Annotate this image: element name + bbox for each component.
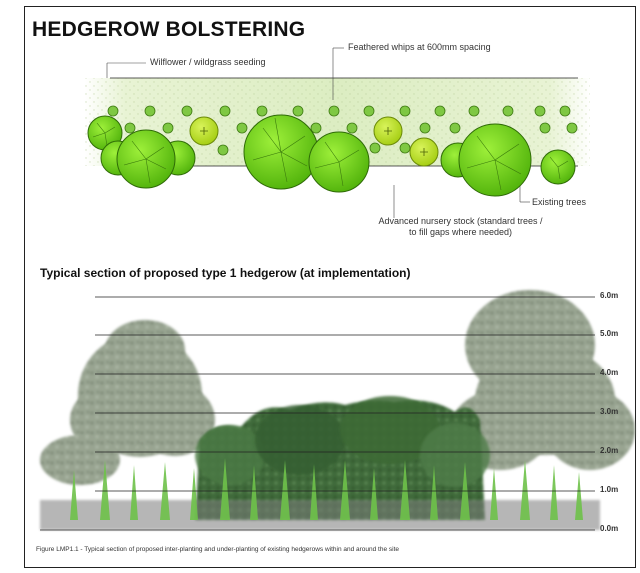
- existing-tree-right: [450, 290, 635, 470]
- nursery-tree-icon: [189, 116, 219, 146]
- height-label-5: 5.0m: [600, 329, 619, 338]
- whip-icon: [310, 122, 322, 134]
- whip-icon: [449, 122, 461, 134]
- whip-icon: [399, 142, 411, 154]
- whip-icon: [162, 122, 174, 134]
- whip-icon: [219, 105, 231, 117]
- figure-caption: Figure LMP1.1 - Typical section of propo…: [36, 546, 400, 553]
- whips-label: Feathered whips at 600mm spacing: [348, 42, 491, 52]
- height-label-2: 2.0m: [600, 446, 619, 455]
- whip-icon: [539, 122, 551, 134]
- tree-icon: [308, 131, 370, 193]
- wildflower-label: Wilflower / wildgrass seeding: [150, 57, 266, 67]
- figure-title: HEDGEROW BOLSTERING: [32, 18, 306, 41]
- height-label-0: 0.0m: [600, 524, 619, 533]
- tree-icon: [458, 123, 532, 197]
- existing-trees: [87, 114, 576, 197]
- whip-icon: [419, 122, 431, 134]
- whip-icon: [124, 122, 136, 134]
- whip-icon: [399, 105, 411, 117]
- nursery-tree-icon: [373, 116, 403, 146]
- figure-frame: [24, 6, 636, 568]
- whip-icon: [363, 105, 375, 117]
- height-label-1: 1.0m: [600, 485, 619, 494]
- whip-icon: [236, 122, 248, 134]
- whip-icon: [468, 105, 480, 117]
- whip-icon: [292, 105, 304, 117]
- whip-icon: [534, 105, 546, 117]
- nursery-trees: [189, 116, 439, 167]
- whip-icon: [256, 105, 268, 117]
- whip-icon: [566, 122, 578, 134]
- height-label-6: 6.0m: [600, 291, 619, 300]
- understorey-whips: [70, 458, 583, 520]
- whip-icon: [369, 142, 381, 154]
- whip-icon: [144, 105, 156, 117]
- whip-icon: [181, 105, 193, 117]
- existing-tree-left: [40, 320, 215, 485]
- whip-icon: [328, 105, 340, 117]
- whip-icon: [107, 105, 119, 117]
- whip-icon: [217, 144, 229, 156]
- tree-icon: [116, 129, 176, 189]
- height-lines: [40, 296, 595, 531]
- nursery-tree-icon: [409, 137, 439, 167]
- whip-icon: [434, 105, 446, 117]
- tree-icon: [540, 149, 576, 185]
- height-label-3: 3.0m: [600, 407, 619, 416]
- nursery-stock-label: Advanced nursery stock (standard trees /…: [378, 216, 543, 237]
- whip-icon: [559, 105, 571, 117]
- height-label-4: 4.0m: [600, 368, 619, 377]
- existing-trees-label: Existing trees: [532, 197, 587, 207]
- whip-icon: [502, 105, 514, 117]
- section-title: Typical section of proposed type 1 hedge…: [40, 266, 411, 280]
- whip-icon: [346, 122, 358, 134]
